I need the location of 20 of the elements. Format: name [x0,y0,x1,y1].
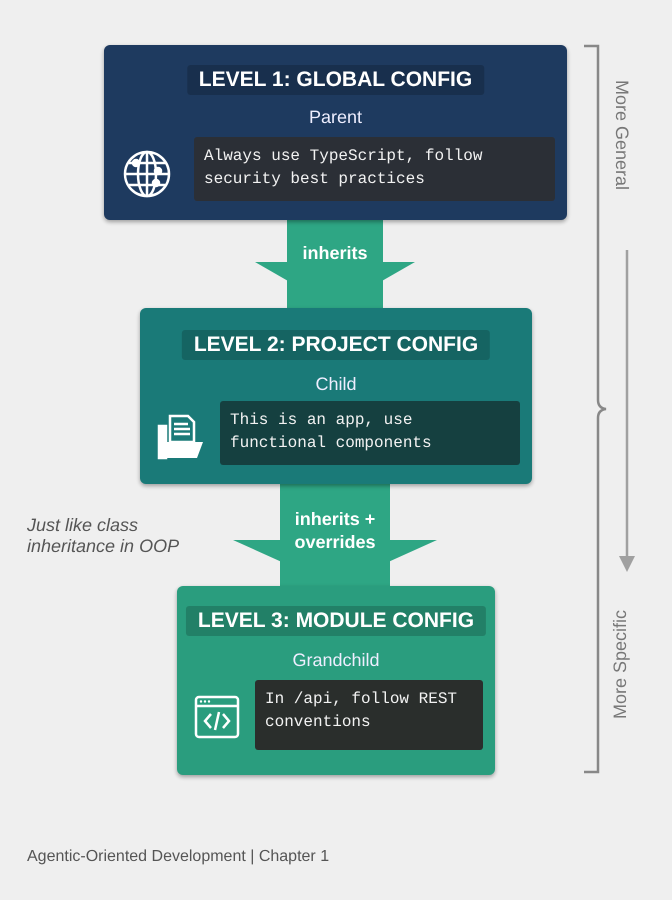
arrow [233,484,437,586]
config-box [140,308,532,484]
level-heading: LEVEL 3: MODULE CONFIG [186,606,486,636]
edge-label: inherits + overrides [293,508,377,554]
role-label: Child [314,374,358,395]
edge-label: inherits [301,242,368,265]
caption: Agentic-Oriented Development | Chapter 1 [27,848,330,866]
level-heading: LEVEL 1: GLOBAL CONFIG [186,65,484,95]
arrow [255,220,415,308]
axis-label: More General [611,80,632,190]
role-label: Parent [308,107,364,128]
code-snippet: In /api, follow REST conventions [255,680,483,750]
axis-label: More Specific [610,610,631,720]
config-box [177,586,495,775]
code-snippet: Always use TypeScript, follow security best practices [194,137,555,201]
code-snippet: This is an app, use functional components [220,401,520,465]
role-label: Grandchild [291,650,381,671]
config-box [104,45,567,220]
level-heading: LEVEL 2: PROJECT CONFIG [182,330,490,360]
note: Just like class inheritance in OOP [27,515,180,557]
